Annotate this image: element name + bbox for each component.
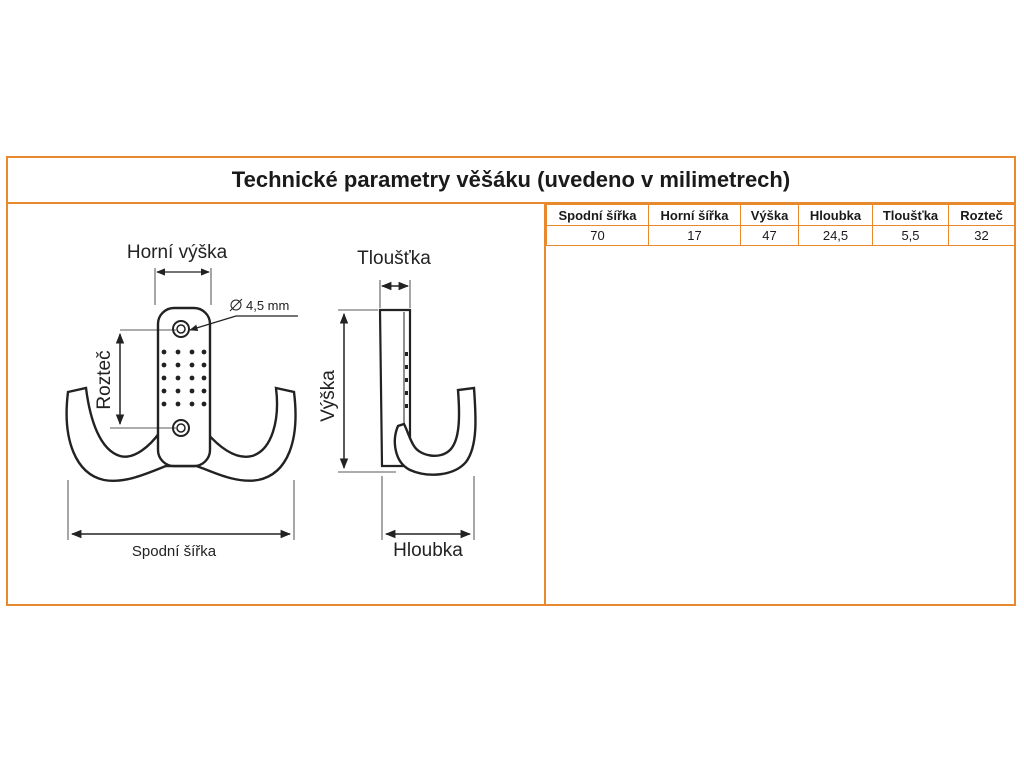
diameter-symbol-icon xyxy=(230,299,242,311)
side-dots xyxy=(405,352,408,408)
front-view xyxy=(65,268,298,540)
dot-pattern xyxy=(161,349,207,407)
header-roztec: Rozteč xyxy=(948,204,1015,226)
thickness-label: Tloušťka xyxy=(357,248,431,269)
side-view xyxy=(338,280,477,540)
side-hook-outline xyxy=(393,386,477,476)
value-horni-sirka: 17 xyxy=(648,225,741,246)
value-roztec: 32 xyxy=(948,225,1015,246)
header-hloubka: Hloubka xyxy=(798,204,873,226)
pitch-label: Rozteč xyxy=(94,350,115,409)
header-horni-sirka: Horní šířka xyxy=(648,204,741,226)
title-row: Technické parametry věšáku (uvedeno v mi… xyxy=(8,158,1014,204)
column-divider xyxy=(544,204,546,604)
top-width-label: Horní výška xyxy=(127,242,228,263)
table-header-row: Spodní šířka Horní šířka Výška Hloubka T… xyxy=(546,204,1015,226)
bottom-width-label: Spodní šířka xyxy=(132,543,217,560)
mounting-plate xyxy=(156,306,212,468)
hole-diameter-label: 4,5 mm xyxy=(246,298,289,313)
screw-hole-top xyxy=(172,320,190,338)
depth-label: Hloubka xyxy=(393,540,463,561)
header-vyska: Výška xyxy=(740,204,799,226)
page-title: Technické parametry věšáku (uvedeno v mi… xyxy=(231,167,791,192)
height-label: Výška xyxy=(318,370,339,422)
spec-frame: Technické parametry věšáku (uvedeno v mi… xyxy=(6,156,1016,606)
header-spodni-sirka: Spodní šířka xyxy=(546,204,649,226)
table-row: 70 17 47 24,5 5,5 32 xyxy=(546,225,1015,246)
value-vyska: 47 xyxy=(740,225,799,246)
spec-table: Spodní šířka Horní šířka Výška Hloubka T… xyxy=(546,204,1015,246)
